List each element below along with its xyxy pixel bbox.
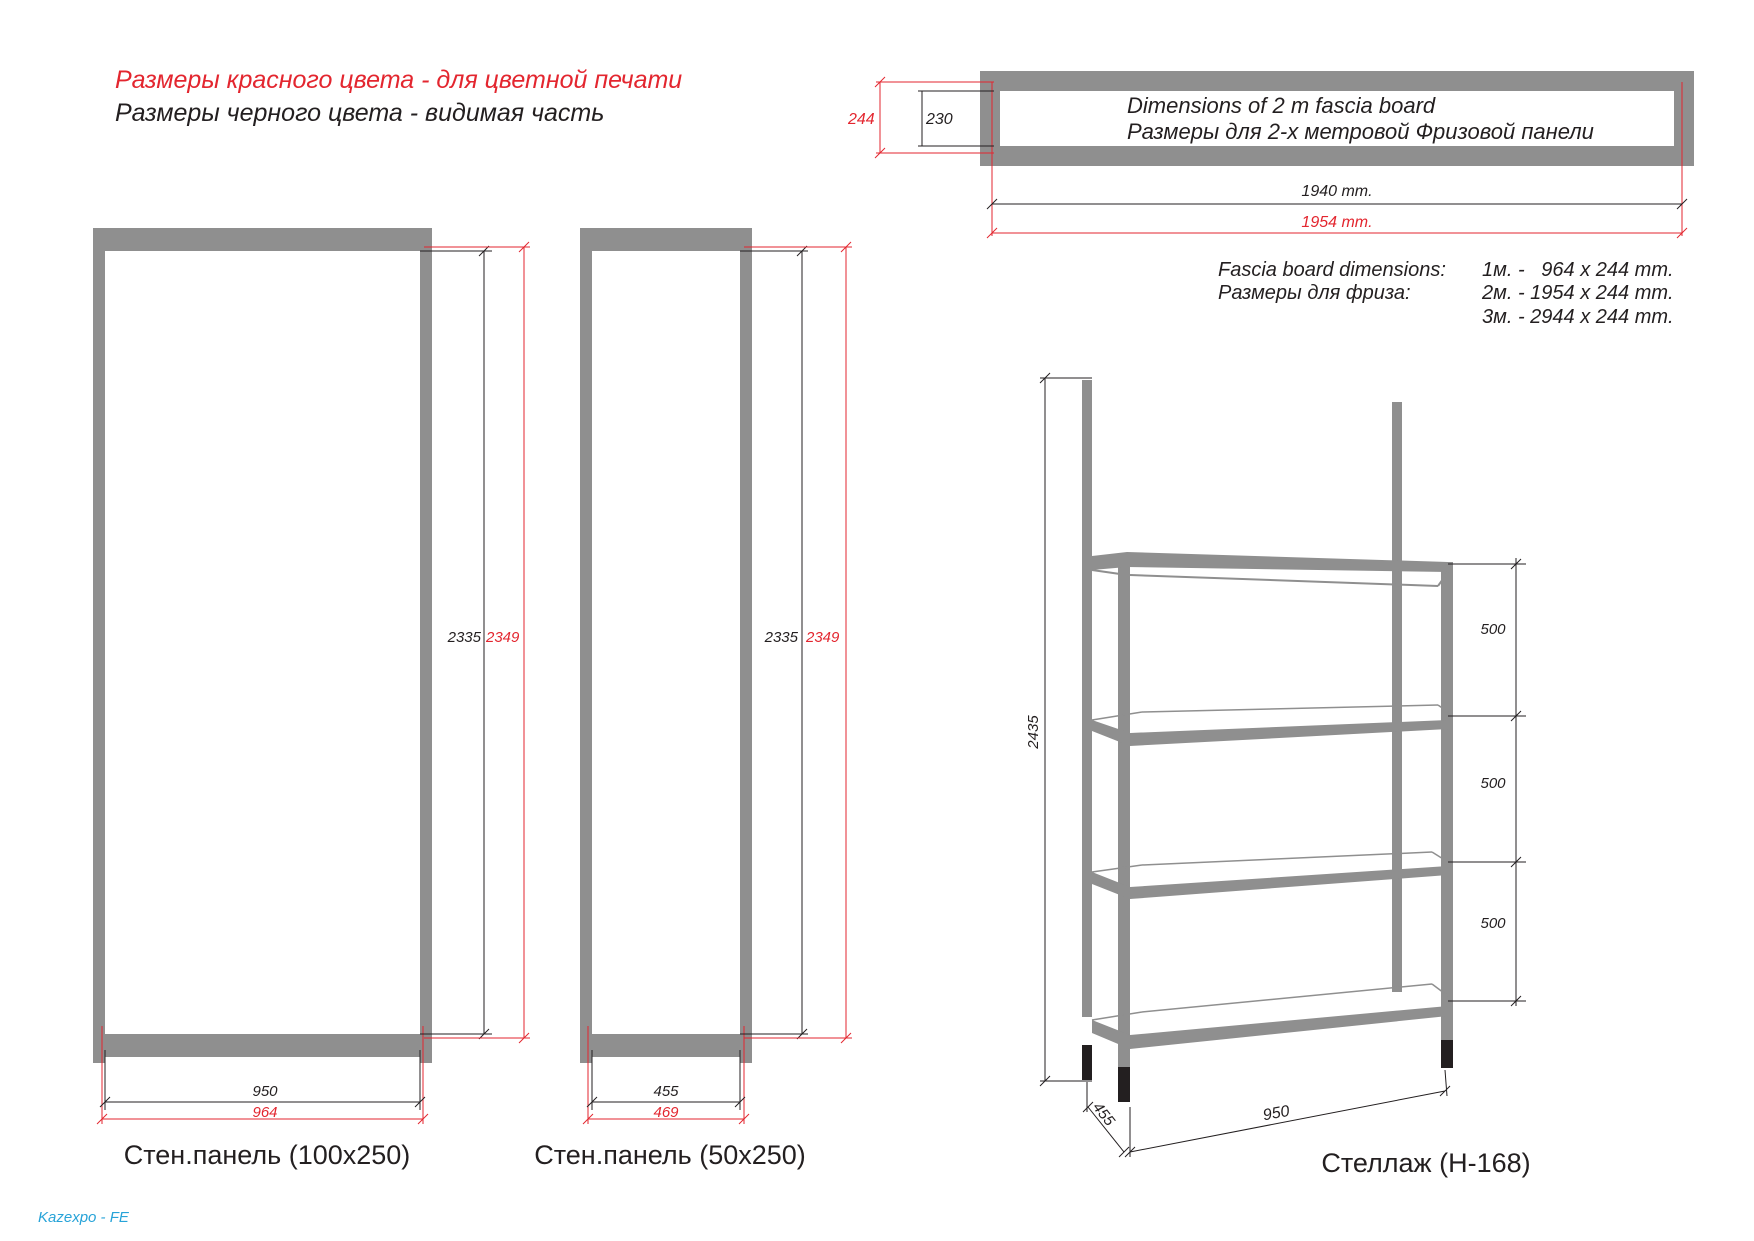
panel-large [93, 228, 530, 1125]
fascia-table-row-1m: 1м. - 964 x 244 mm. [1482, 259, 1674, 281]
shelf-back-left-post [1082, 380, 1092, 1017]
fascia-height-dims [874, 76, 994, 159]
fascia-height-red: 244 [847, 111, 875, 128]
fascia-width-dims [986, 198, 1688, 239]
fascia-table-label-ru: Размеры для фриза: [1218, 282, 1411, 304]
shelf-level-4 [1092, 1006, 1448, 1049]
legend-black: Размеры черного цвета - видимая часть [115, 99, 604, 127]
shelf-front-left-post [1118, 567, 1130, 1067]
legend-red: Размеры красного цвета - для цветной печ… [115, 66, 682, 94]
panel-large-width-red: 964 [252, 1104, 277, 1121]
shelf-top-frame [1092, 552, 1448, 572]
fascia-right-post [1674, 91, 1694, 146]
shelf-level-2 [1092, 720, 1448, 746]
panel-small-caption: Стен.панель (50x250) [534, 1140, 806, 1170]
panel-large-caption: Стен.панель (100x250) [124, 1140, 411, 1170]
fascia-left-post [980, 91, 1000, 146]
panel-large-height-black: 2335 [447, 629, 482, 646]
panel-small-width-red: 469 [653, 1104, 679, 1121]
shelf-depth: 455 [1089, 1099, 1118, 1130]
shelf-front-right-post [1441, 562, 1453, 1040]
shelf-height: 2435 [1025, 715, 1042, 750]
shelf-rack [1039, 372, 1526, 1158]
panel-small-top-rail [580, 228, 752, 251]
fascia-table-row-3m: 3м. - 2944 x 244 mm. [1482, 306, 1674, 328]
panel-small-right-post [740, 251, 752, 1063]
shelf-width: 950 [1262, 1103, 1291, 1124]
fascia-height-black: 230 [925, 111, 953, 128]
fascia-board [980, 71, 1694, 236]
shelf-caption: Стеллаж (Н-168) [1321, 1148, 1530, 1178]
fascia-title-ru: Размеры для 2-х метровой Фризовой панели [1127, 119, 1594, 144]
panel-small [580, 228, 852, 1125]
panel-small-height-red: 2349 [805, 629, 840, 646]
panel-large-right-post [420, 251, 432, 1063]
panel-large-left-post [93, 251, 105, 1063]
panel-large-height-red: 2349 [485, 629, 520, 646]
fascia-width-black: 1940 mm. [1301, 183, 1372, 200]
panel-large-bottom-rail [93, 1034, 432, 1057]
fascia-table-row-2m: 2м. - 1954 x 244 mm. [1481, 282, 1674, 304]
panel-small-left-post [580, 251, 592, 1063]
fascia-top-bar [980, 71, 1694, 91]
fascia-bottom-bar [980, 146, 1694, 166]
shelf-back-right-post [1392, 402, 1402, 992]
shelf-spacing-1: 500 [1480, 621, 1506, 638]
panel-large-top-rail [93, 228, 432, 251]
footer-brand: Kazexpo - FE [38, 1209, 130, 1226]
fascia-width-red: 1954 mm. [1301, 214, 1372, 231]
fascia-table-label-en: Fascia board dimensions: [1218, 259, 1446, 281]
shelf-spacing-3: 500 [1480, 915, 1506, 932]
panel-large-width-black: 950 [252, 1083, 278, 1100]
shelf-level-3 [1092, 866, 1448, 899]
panel-small-height-black: 2335 [764, 629, 799, 646]
panel-small-bottom-rail [580, 1034, 752, 1057]
fascia-title-en: Dimensions of 2 m fascia board [1127, 93, 1436, 118]
panel-small-width-black: 455 [653, 1083, 679, 1100]
shelf-spacing-2: 500 [1480, 775, 1506, 792]
